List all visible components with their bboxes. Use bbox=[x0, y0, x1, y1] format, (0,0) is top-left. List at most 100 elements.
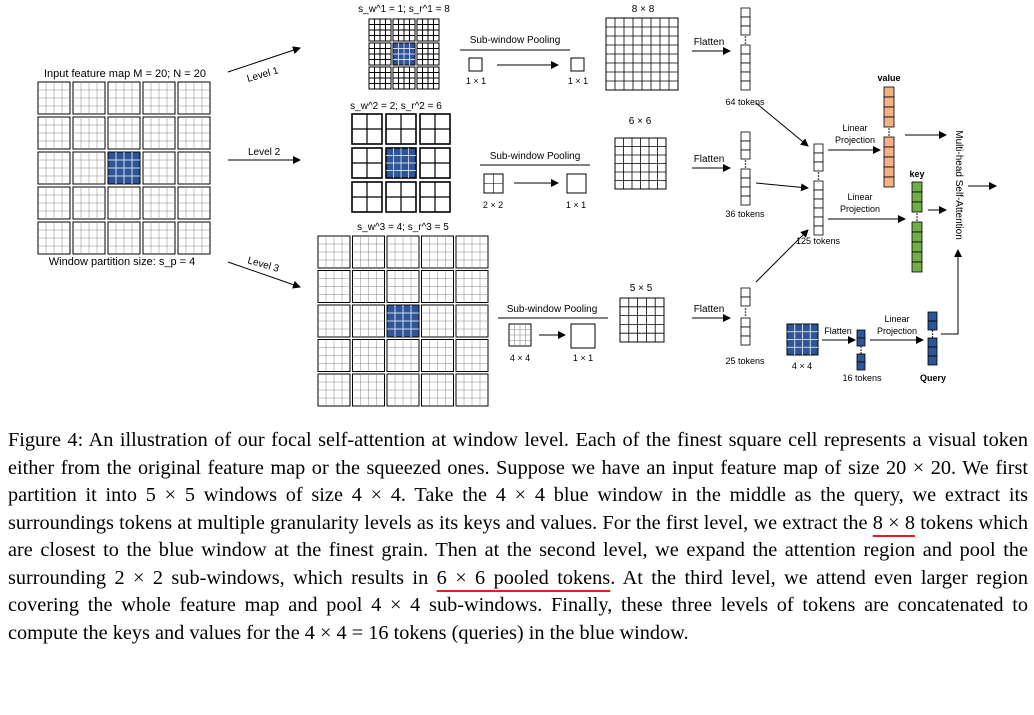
token-cell bbox=[740, 149, 751, 160]
token-cell bbox=[740, 16, 751, 27]
token-cell bbox=[813, 198, 824, 209]
pool-in-label-3: 4 × 4 bbox=[510, 353, 530, 363]
level1-arrow bbox=[227, 46, 301, 73]
value-label: value bbox=[877, 73, 900, 83]
proj-value-label-2: Projection bbox=[835, 135, 875, 145]
level1-region bbox=[368, 18, 440, 90]
query-label: Query bbox=[920, 373, 946, 383]
proj-query-label-1: Linear bbox=[884, 314, 909, 324]
ellipsis-dot bbox=[888, 128, 890, 130]
token-cell bbox=[740, 317, 751, 328]
token-cell bbox=[740, 62, 751, 73]
ellipsis-dot bbox=[916, 216, 918, 218]
key-column bbox=[911, 181, 923, 273]
token-cell bbox=[927, 311, 938, 322]
token-cell bbox=[740, 7, 751, 18]
level2-params: s_w^2 = 2; s_r^2 = 6 bbox=[350, 101, 442, 112]
ellipsis-dot bbox=[744, 36, 747, 38]
pool-out-box-3 bbox=[570, 323, 596, 349]
token-cell bbox=[883, 136, 895, 148]
token-cell bbox=[740, 335, 751, 346]
ellipsis-dot bbox=[860, 346, 862, 348]
token-cell bbox=[911, 261, 923, 273]
token-cell bbox=[740, 296, 751, 307]
ellipsis-dot bbox=[817, 172, 820, 174]
token-cell bbox=[856, 329, 866, 339]
mhsa-label: Multi-head Self-Attention bbox=[953, 130, 964, 240]
token-cell bbox=[740, 287, 751, 298]
token-cell bbox=[883, 156, 895, 168]
pool-out-box-1 bbox=[570, 57, 585, 72]
query-column bbox=[927, 311, 938, 366]
pool-out-box-2 bbox=[566, 173, 587, 194]
ellipsis-dot bbox=[817, 175, 820, 177]
ellipsis-dot bbox=[931, 333, 934, 335]
pool-in-label-2: 2 × 2 bbox=[483, 200, 503, 210]
token-cell bbox=[740, 131, 751, 142]
token-cell bbox=[883, 166, 895, 178]
concat-arrow-2 bbox=[755, 182, 809, 192]
token-cell bbox=[740, 177, 751, 188]
token-cell bbox=[740, 80, 751, 91]
token-cell bbox=[740, 44, 751, 55]
focal-attention-figure: Input feature map M = 20; N = 20 Window … bbox=[37, 4, 997, 407]
ellipsis-dot bbox=[888, 134, 890, 136]
ellipsis-dot bbox=[931, 336, 934, 338]
ellipsis-dot bbox=[817, 178, 820, 180]
pool-in-box-1 bbox=[468, 57, 483, 72]
tokens-25-label: 25 tokens bbox=[725, 356, 765, 366]
token-cell bbox=[856, 337, 866, 347]
grid-8x8 bbox=[605, 17, 679, 91]
token-cell bbox=[927, 337, 938, 348]
token-cell bbox=[740, 53, 751, 64]
pooling-label-1: Sub-window Pooling bbox=[470, 35, 561, 46]
input-feature-map bbox=[37, 81, 211, 255]
ellipsis-dot bbox=[744, 163, 747, 165]
token-cell bbox=[740, 25, 751, 36]
concat-arrow-3 bbox=[755, 229, 809, 283]
token-cell bbox=[883, 96, 895, 108]
token-cell bbox=[740, 326, 751, 337]
token-cell bbox=[813, 161, 824, 172]
caption-part2: tokens which are closest to the blue win… bbox=[8, 511, 1028, 589]
token-cell bbox=[883, 176, 895, 188]
grid-8-label: 8 × 8 bbox=[632, 4, 655, 15]
level3-arrow bbox=[227, 261, 301, 289]
token-column-64 bbox=[740, 7, 751, 91]
query-to-mhsa-arrow bbox=[941, 249, 962, 335]
token-column-125 bbox=[813, 143, 824, 236]
tokens-64-label: 64 tokens bbox=[725, 97, 765, 107]
ellipsis-dot bbox=[916, 219, 918, 221]
pooling-label-2: Sub-window Pooling bbox=[490, 151, 581, 162]
pool-out-label-3: 1 × 1 bbox=[573, 353, 593, 363]
concat-arrow-1 bbox=[755, 102, 809, 147]
token-cell bbox=[813, 189, 824, 200]
token-cell bbox=[883, 106, 895, 118]
token-cell bbox=[740, 186, 751, 197]
token-cell bbox=[911, 241, 923, 253]
flatten-label-2: Flatten bbox=[694, 154, 725, 165]
token-cell bbox=[813, 152, 824, 163]
flatten-label-4: Flatten bbox=[824, 326, 852, 336]
token-cell bbox=[740, 71, 751, 82]
token-cell bbox=[813, 180, 824, 191]
value-column bbox=[883, 86, 895, 188]
flatten-label-3: Flatten bbox=[694, 304, 725, 315]
figure-caption: Figure 4: An illustration of our focal s… bbox=[8, 427, 1028, 647]
token-cell bbox=[813, 225, 824, 236]
tokens-16-label: 16 tokens bbox=[842, 373, 882, 383]
token-cell bbox=[911, 231, 923, 243]
token-cell bbox=[740, 140, 751, 151]
token-cell bbox=[856, 353, 866, 363]
token-cell bbox=[740, 195, 751, 206]
query-grid-label: 4 × 4 bbox=[792, 361, 812, 371]
grid-6x6 bbox=[614, 137, 667, 190]
token-cell bbox=[883, 116, 895, 128]
window-partition-label: Window partition size: s_p = 4 bbox=[49, 256, 195, 268]
proj-key-label-2: Projection bbox=[840, 204, 880, 214]
level3-params: s_w^3 = 4; s_r^3 = 5 bbox=[357, 222, 449, 233]
query-grid bbox=[786, 323, 819, 356]
ellipsis-dot bbox=[744, 160, 747, 162]
input-title: Input feature map M = 20; N = 20 bbox=[44, 68, 206, 80]
query-token-column bbox=[856, 329, 866, 371]
